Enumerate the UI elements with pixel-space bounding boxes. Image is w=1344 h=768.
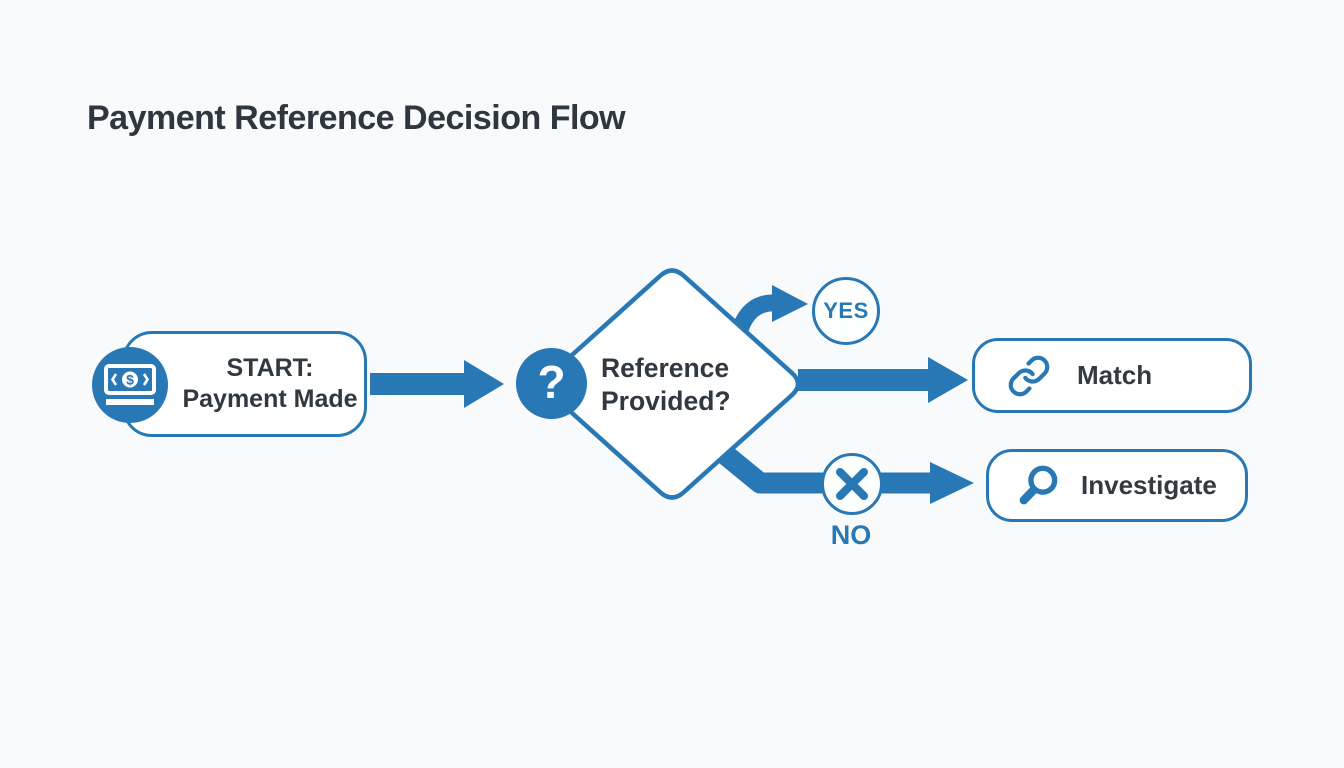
link-icon bbox=[1007, 354, 1051, 398]
yes-badge: YES bbox=[812, 277, 880, 345]
start-line2: Payment Made bbox=[182, 385, 358, 413]
match-label: Match bbox=[1077, 360, 1153, 390]
start-node-text: START: Payment Made bbox=[170, 353, 370, 415]
decision-diamond bbox=[543, 268, 801, 500]
banknote-icon: $ bbox=[92, 347, 168, 423]
yes-branch-arrow bbox=[730, 285, 808, 336]
investigate-label: Investigate bbox=[1081, 470, 1217, 500]
x-badge bbox=[821, 453, 883, 515]
decision-text: Reference Provided? bbox=[601, 352, 731, 418]
x-icon bbox=[836, 468, 868, 500]
magnifier-icon bbox=[1015, 463, 1061, 509]
decision-line2: Provided? bbox=[601, 386, 731, 416]
arrow-decision-to-match bbox=[798, 357, 968, 403]
question-icon: ? bbox=[516, 348, 587, 419]
decision-line1: Reference bbox=[601, 353, 730, 383]
match-node: Match bbox=[972, 338, 1252, 413]
investigate-node: Investigate bbox=[986, 449, 1248, 522]
no-label: NO bbox=[830, 520, 872, 550]
arrow-start-to-decision bbox=[370, 360, 504, 408]
dollar-sign: $ bbox=[126, 372, 134, 388]
page-title: Payment Reference Decision Flow bbox=[87, 99, 626, 137]
start-line1: START: bbox=[226, 354, 314, 382]
